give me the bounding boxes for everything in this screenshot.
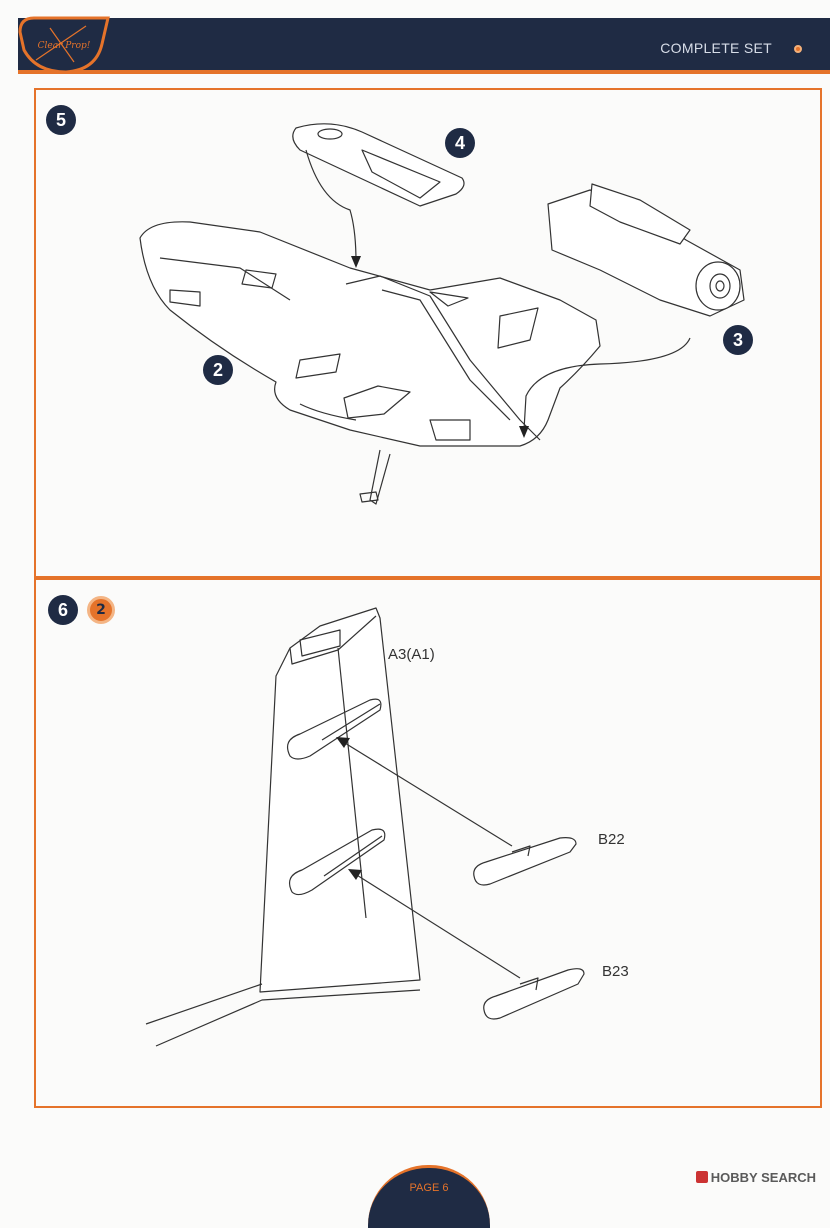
step-6-badge: 6 xyxy=(48,595,78,625)
watermark-icon xyxy=(695,1171,708,1183)
step-5-badge: 5 xyxy=(46,105,76,135)
step-6-panel xyxy=(34,578,822,1108)
step-5-panel xyxy=(34,88,822,578)
header-stripe xyxy=(18,70,830,74)
part-2-badge: 2 xyxy=(203,355,233,385)
watermark-text: HOBBY SEARCH xyxy=(710,1170,816,1185)
paint-ref-badge: 2 xyxy=(87,596,115,624)
brand-logo: Clear Prop! xyxy=(18,16,110,74)
step-6-drawing xyxy=(145,607,585,1047)
step-5-drawing xyxy=(139,123,745,505)
svg-text:Clear Prop!: Clear Prop! xyxy=(38,41,91,51)
label-b23: B23 xyxy=(602,963,629,980)
part-3-badge: 3 xyxy=(723,325,753,355)
watermark: HOBBY SEARCH xyxy=(695,1170,816,1185)
header-dot-icon xyxy=(794,45,802,53)
label-b22: B22 xyxy=(598,831,625,848)
label-a3-a1: A3(A1) xyxy=(388,646,435,663)
header-bar: COMPLETE SET xyxy=(18,18,830,74)
header-title: COMPLETE SET xyxy=(660,40,772,56)
part-4-badge: 4 xyxy=(445,128,475,158)
page-number: PAGE 6 xyxy=(409,1182,449,1194)
